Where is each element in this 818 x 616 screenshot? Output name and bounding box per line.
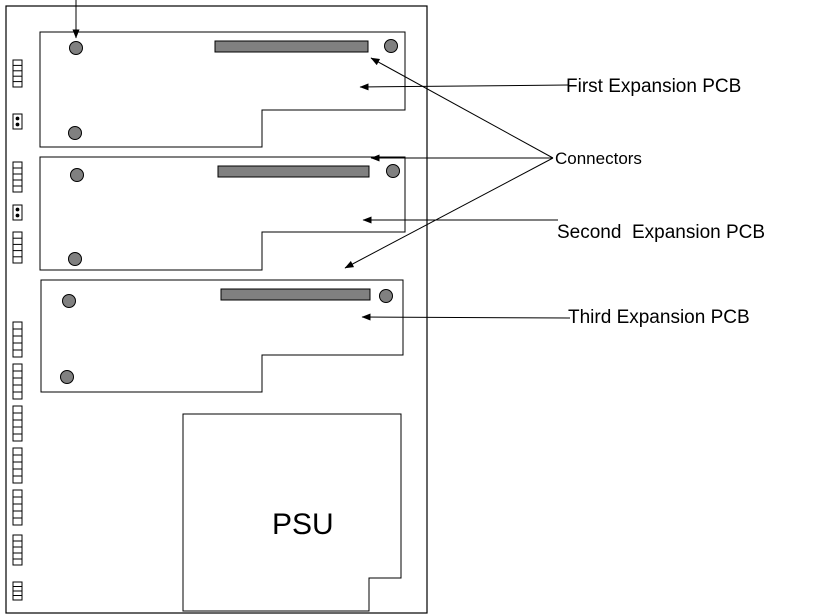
third-pcb-leader — [361, 313, 571, 321]
standoff — [379, 289, 393, 303]
standoff — [384, 39, 398, 53]
terminal-block — [12, 59, 23, 88]
terminal-block — [12, 161, 23, 193]
jumper-block — [12, 204, 23, 221]
second-expansion-pcb — [39, 156, 406, 271]
jumper-block — [12, 113, 23, 130]
terminal-block — [12, 581, 23, 601]
terminal-block — [12, 363, 23, 400]
connectors-arrow-3 — [344, 157, 554, 269]
terminal-block — [12, 321, 23, 358]
second-pcb-label: Second Expansion PCB — [557, 222, 765, 243]
connectors-label: Connectors — [555, 149, 642, 168]
standoff — [68, 126, 82, 140]
standoff — [70, 168, 84, 182]
connector-2 — [217, 165, 370, 178]
psu-label: PSU — [272, 508, 334, 541]
terminal-block — [12, 405, 23, 442]
first-pcb-label: First Expansion PCB — [566, 76, 741, 97]
connector-3 — [220, 288, 371, 301]
connector-1 — [214, 40, 369, 53]
third-expansion-pcb — [40, 279, 404, 393]
connectors-arrow-1 — [370, 57, 554, 159]
terminal-block — [12, 489, 23, 526]
terminal-block — [12, 447, 23, 484]
standoff — [60, 370, 74, 384]
terminal-block — [12, 231, 23, 264]
psu-unit: PSU — [182, 413, 402, 612]
third-pcb-label: Third Expansion PCB — [568, 307, 750, 328]
terminal-blocks — [12, 59, 23, 601]
standoff — [68, 252, 82, 266]
standoff — [62, 294, 76, 308]
first-expansion-pcb — [39, 31, 406, 148]
enclosure-outline — [5, 5, 428, 614]
first-pcb-leader — [359, 83, 569, 91]
terminal-block — [12, 534, 23, 566]
standoff — [386, 164, 400, 178]
standoff — [69, 41, 83, 55]
